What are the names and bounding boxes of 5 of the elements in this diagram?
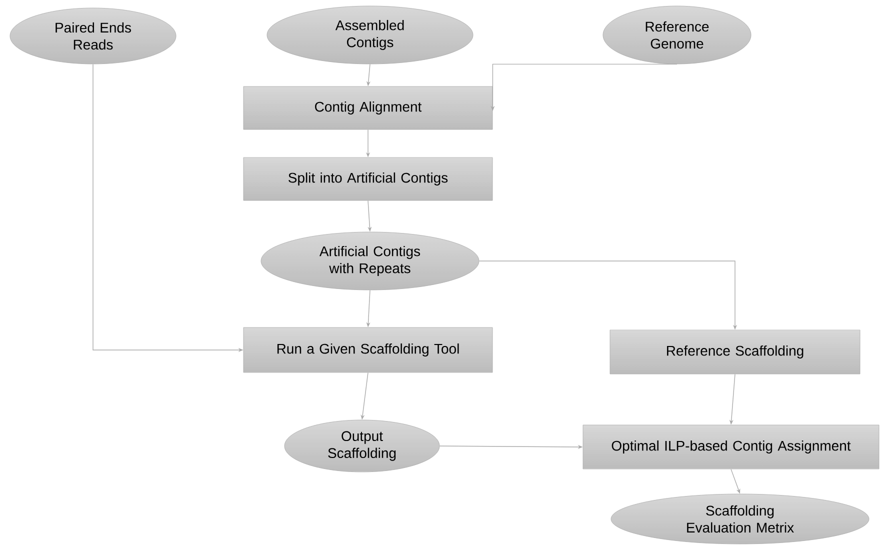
process-box: Split into Artificial Contigs bbox=[243, 157, 493, 201]
process-box: Reference Scaffolding bbox=[610, 330, 860, 374]
process-box: Run a Given Scaffolding Tool bbox=[243, 327, 493, 373]
process-box: Optimal ILP-based Contig Assignment bbox=[582, 424, 880, 470]
process-box: Contig Alignment bbox=[243, 86, 493, 130]
